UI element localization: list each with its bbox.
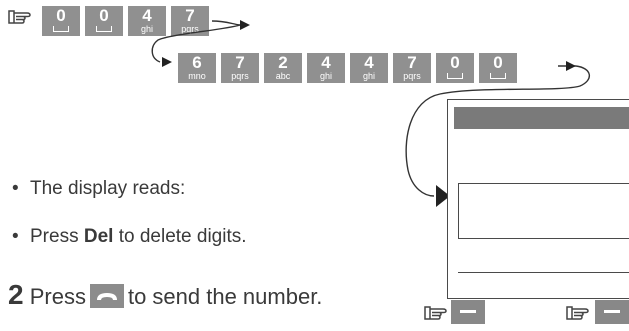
space-symbol-icon [490, 73, 506, 79]
pointing-hand-icon [8, 10, 31, 24]
key-letters: pqrs [181, 24, 199, 34]
handset-send-icon[interactable] [89, 284, 124, 308]
display-divider [458, 272, 629, 273]
space-symbol-icon [53, 26, 69, 32]
left-softkey[interactable] [451, 300, 485, 324]
key-digit: 7 [407, 53, 417, 72]
key-letters: mno [188, 71, 206, 81]
key-digit: 0 [493, 53, 503, 72]
key-letters: abc [275, 71, 291, 81]
key-digit: 7 [235, 53, 245, 72]
display-number-field [458, 183, 629, 239]
key-digit: 6 [192, 53, 202, 72]
key-digit: 4 [321, 53, 331, 72]
key-digit: 0 [56, 6, 66, 25]
key-letters: ghi [319, 71, 332, 81]
space-symbol-icon [447, 73, 463, 79]
key-digit: 0 [99, 6, 109, 25]
key-digit: 0 [450, 53, 460, 72]
key-letters: ghi [140, 24, 153, 34]
instruction-bullet-2: •Press Del to delete digits. [12, 226, 247, 247]
instruction-bullet-1: •The display reads: [12, 178, 186, 199]
step-number: 2 [8, 279, 24, 310]
space-symbol-icon [96, 26, 112, 32]
keypad-key-0: 0 [85, 6, 123, 36]
key-letters: ghi [362, 71, 375, 81]
key-digit: 2 [278, 53, 288, 72]
arrow-head [240, 20, 250, 30]
pointing-hand-icon [424, 306, 447, 320]
phone-display [447, 99, 629, 299]
right-softkey[interactable] [595, 300, 629, 324]
display-title-bar [454, 107, 629, 129]
keypad-key-0: 0 [436, 53, 474, 83]
key-letters: pqrs [231, 71, 249, 81]
del-key-label: Del [83, 226, 114, 247]
key-digit: 4 [364, 53, 374, 72]
key-digit: 7 [185, 6, 195, 25]
pointing-hand-icon [566, 306, 589, 320]
keypad-key-0: 0 [42, 6, 80, 36]
key-digit: 4 [142, 6, 152, 25]
keypad-key-0: 0 [479, 53, 517, 83]
key-letters: pqrs [403, 71, 421, 81]
